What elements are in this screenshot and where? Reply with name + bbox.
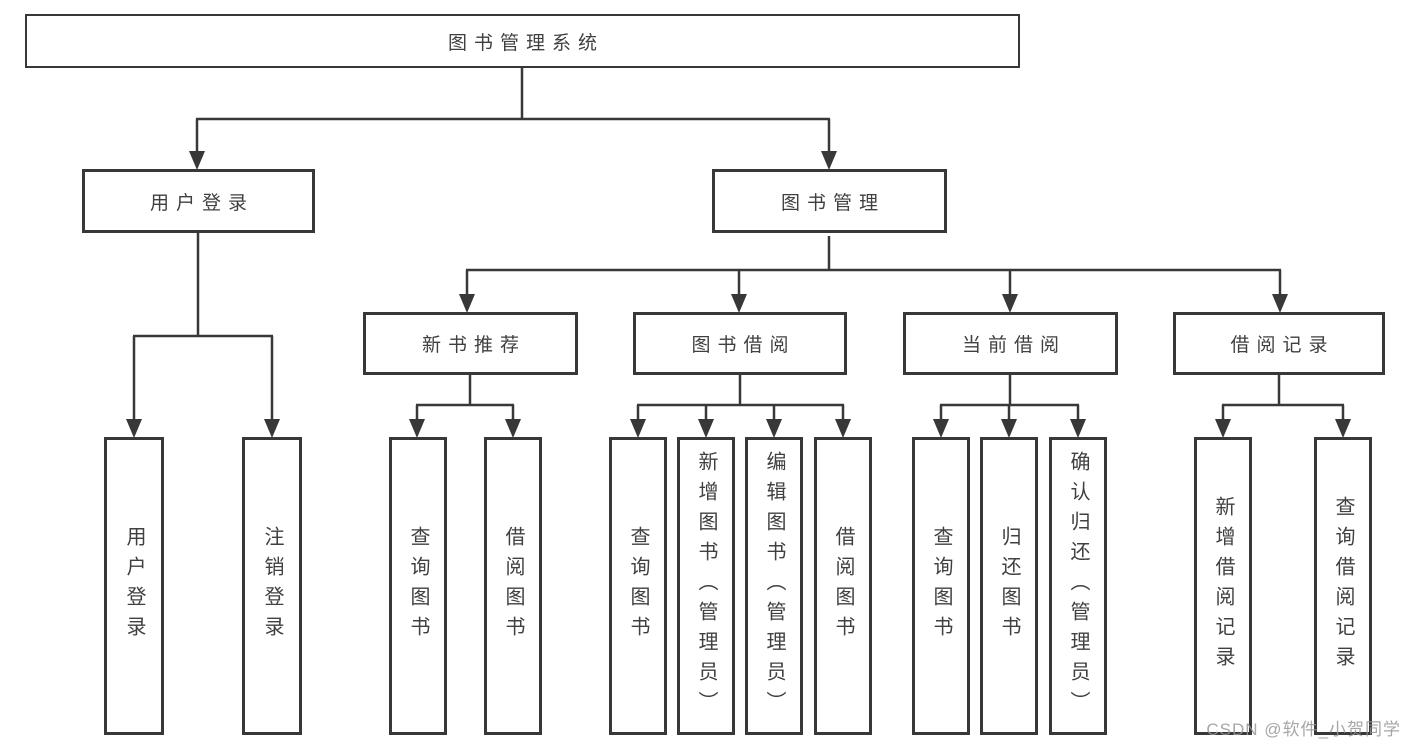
watermark: CSDN @软件_小贺同学 xyxy=(1206,720,1401,739)
node-book-borrow-label: 图书借阅 xyxy=(691,335,796,356)
leaf-br-add-record-label: 新增借阅记录 xyxy=(1212,496,1234,676)
leaf-cb-query-book: 查询图书 xyxy=(912,437,970,735)
leaf-rec-query-book-label: 查询图书 xyxy=(407,526,429,646)
leaf-bb-borrow-book: 借阅图书 xyxy=(814,437,872,735)
node-book-management: 图书管理 xyxy=(712,169,947,233)
leaf-br-add-record: 新增借阅记录 xyxy=(1194,437,1252,735)
leaf-bb-add-book-admin-label: 新增图书（管理员） xyxy=(695,451,717,721)
leaf-rec-borrow-book-label: 借阅图书 xyxy=(502,526,524,646)
leaf-bb-query-book: 查询图书 xyxy=(609,437,667,735)
leaf-bb-query-book-label: 查询图书 xyxy=(627,526,649,646)
leaf-cb-confirm-return-admin-label: 确认归还（管理员） xyxy=(1067,451,1089,721)
node-root-label: 图书管理系统 xyxy=(447,32,604,54)
leaf-br-query-record-label: 查询借阅记录 xyxy=(1332,496,1354,676)
node-book-management-label: 图书管理 xyxy=(780,192,885,214)
node-user-login-label: 用户登录 xyxy=(149,192,254,214)
node-root: 图书管理系统 xyxy=(25,14,1020,68)
arrowheads xyxy=(126,151,1351,438)
leaf-user-login: 用户登录 xyxy=(104,437,164,735)
node-new-book-recommend: 新书推荐 xyxy=(363,312,578,375)
leaf-bb-borrow-book-label: 借阅图书 xyxy=(832,526,854,646)
leaf-cb-return-book: 归还图书 xyxy=(980,437,1038,735)
leaf-user-login-label: 用户登录 xyxy=(123,526,145,646)
leaf-bb-edit-book-admin-label: 编辑图书（管理员） xyxy=(763,451,785,721)
leaf-logout: 注销登录 xyxy=(242,437,302,735)
node-current-borrow: 当前借阅 xyxy=(903,312,1118,375)
leaf-cb-query-book-label: 查询图书 xyxy=(930,526,952,646)
node-book-borrow: 图书借阅 xyxy=(633,312,847,375)
leaf-cb-confirm-return-admin: 确认归还（管理员） xyxy=(1049,437,1107,735)
leaf-rec-borrow-book: 借阅图书 xyxy=(484,437,542,735)
node-borrow-record-label: 借阅记录 xyxy=(1230,335,1335,356)
node-borrow-record: 借阅记录 xyxy=(1173,312,1385,375)
node-user-login: 用户登录 xyxy=(82,169,315,233)
leaf-br-query-record: 查询借阅记录 xyxy=(1314,437,1372,735)
leaf-rec-query-book: 查询图书 xyxy=(389,437,447,735)
leaf-logout-label: 注销登录 xyxy=(261,526,283,646)
leaf-bb-add-book-admin: 新增图书（管理员） xyxy=(677,437,735,735)
leaf-bb-edit-book-admin: 编辑图书（管理员） xyxy=(745,437,803,735)
leaf-cb-return-book-label: 归还图书 xyxy=(998,526,1020,646)
node-new-book-recommend-label: 新书推荐 xyxy=(421,335,526,356)
node-current-borrow-label: 当前借阅 xyxy=(961,335,1066,356)
